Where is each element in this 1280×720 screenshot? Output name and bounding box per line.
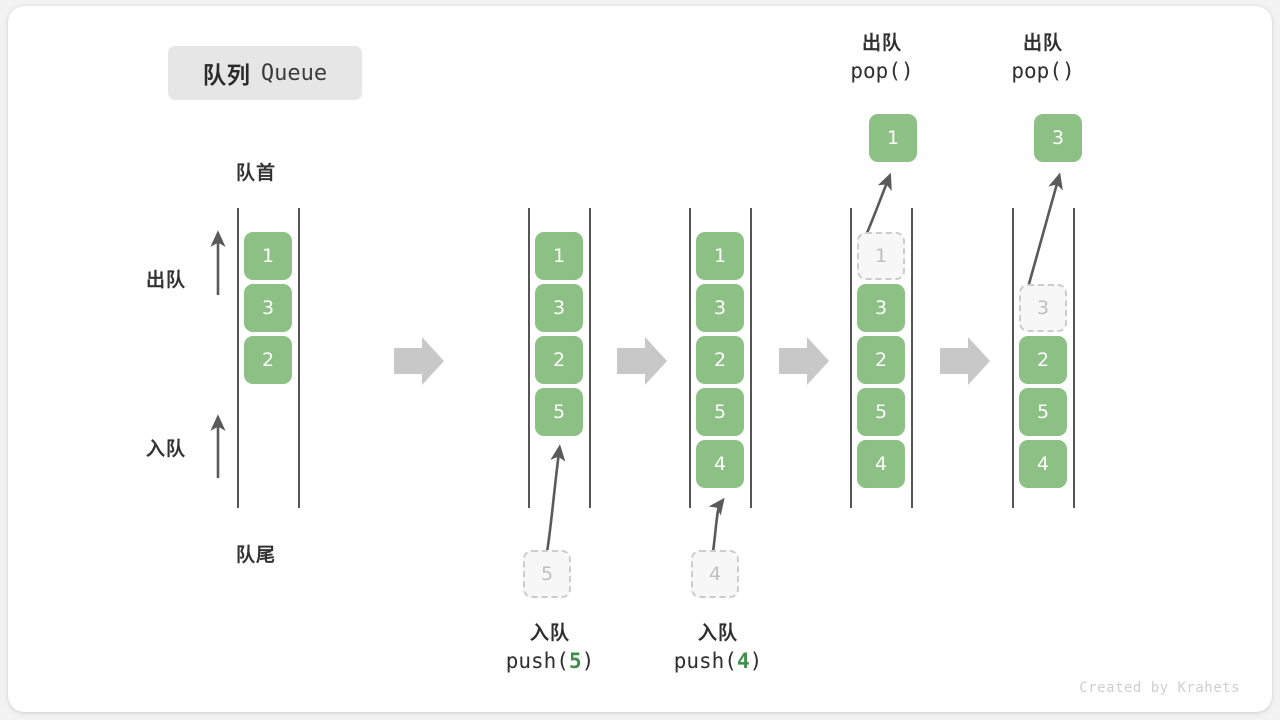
queue-cell: 5 — [1019, 388, 1067, 436]
pop-1-caption-code: pop() — [850, 59, 914, 83]
queue-cell: 1 — [535, 232, 583, 280]
pop-1-caption: 出队 pop() — [802, 30, 962, 86]
queue-cell: 3 — [696, 284, 744, 332]
queue-cell: 4 — [1019, 440, 1067, 488]
queue-cell: 1 — [244, 232, 292, 280]
queue-cell: 3 — [244, 284, 292, 332]
flow-arrow — [779, 337, 829, 385]
queue-cell-new: 5 — [535, 388, 583, 436]
queue-cell: 2 — [857, 336, 905, 384]
dequeue-direction-label: 出队 — [146, 269, 187, 291]
queue-cell: 4 — [857, 440, 905, 488]
diagram-title-en: Queue — [260, 60, 328, 86]
queue-head-label: 队首 — [236, 162, 277, 184]
queue-cell-removed: 1 — [857, 232, 905, 280]
pop-arrow-3 — [1025, 172, 1063, 292]
flow-arrow — [394, 337, 444, 385]
queue-cell-removed: 3 — [1019, 284, 1067, 332]
queue-rails — [237, 208, 1075, 508]
queue-cell: 5 — [696, 388, 744, 436]
queue-tail-label: 队尾 — [236, 544, 277, 566]
queue-cell: 2 — [1019, 336, 1067, 384]
pop-3-caption-code: pop() — [1011, 59, 1075, 83]
credit-label: Created by Krahets — [1079, 680, 1240, 696]
queue-cell: 5 — [857, 388, 905, 436]
queue-cell: 2 — [535, 336, 583, 384]
push-4-caption-code: push(4) — [673, 649, 763, 673]
push-4-caption-cn: 入队 — [697, 622, 738, 644]
push-5-caption-code: push(5) — [505, 649, 595, 673]
push-source-cell: 4 — [691, 550, 739, 598]
diagram-title-chip: 队列 Queue — [168, 46, 362, 100]
push-arrow-5 — [545, 444, 566, 553]
flow-arrow — [940, 337, 990, 385]
push-4-arg: 4 — [736, 649, 750, 673]
push-4-caption: 入队 push(4) — [628, 620, 808, 676]
queue-cell: 2 — [696, 336, 744, 384]
pop-1-caption-cn: 出队 — [861, 32, 902, 54]
queue-cell: 1 — [696, 232, 744, 280]
flow-arrow — [617, 337, 667, 385]
diagram-title-cn: 队列 — [202, 63, 251, 89]
pop-3-caption: 出队 pop() — [963, 30, 1123, 86]
push-arrow-4 — [708, 497, 725, 553]
popped-cell: 1 — [869, 114, 917, 162]
push-source-cell: 5 — [523, 550, 571, 598]
queue-cell: 3 — [535, 284, 583, 332]
popped-cell: 3 — [1034, 114, 1082, 162]
enqueue-direction-label: 入队 — [146, 438, 187, 460]
pop-arrow-1 — [862, 172, 892, 241]
push-5-caption-cn: 入队 — [529, 622, 570, 644]
queue-cell: 2 — [244, 336, 292, 384]
queue-cell: 3 — [857, 284, 905, 332]
push-5-arg: 5 — [568, 649, 582, 673]
flow-arrows — [394, 337, 990, 385]
queue-cell-new: 4 — [696, 440, 744, 488]
pop-3-caption-cn: 出队 — [1022, 32, 1063, 54]
push-5-caption: 入队 push(5) — [460, 620, 640, 676]
